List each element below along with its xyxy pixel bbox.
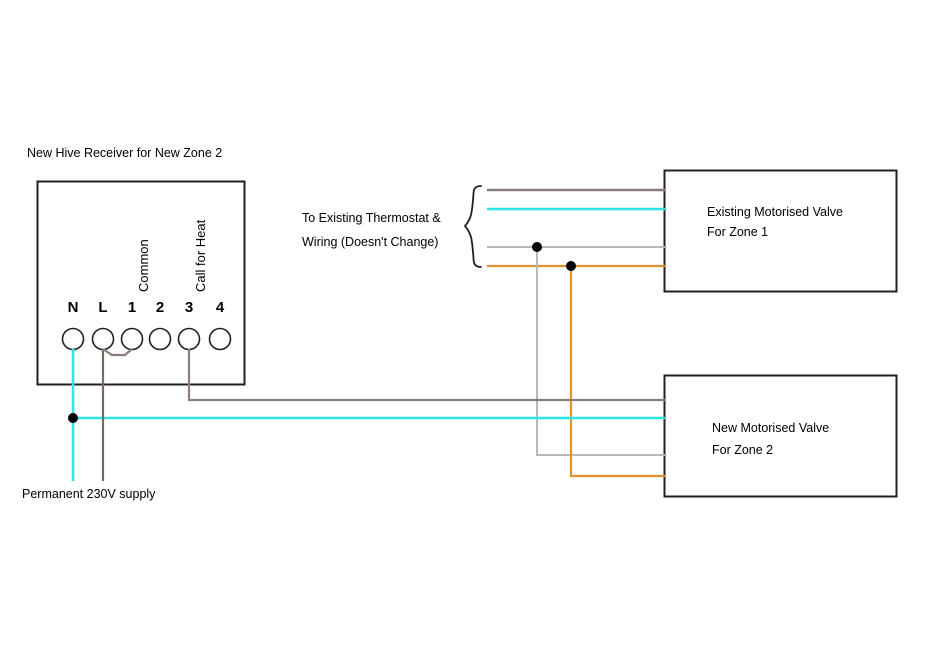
- terminal-circle-2: [148, 327, 172, 351]
- terminal-label-4: 4: [215, 299, 225, 316]
- terminal-annotation-common: Common: [136, 239, 151, 292]
- terminal-circle-1: [120, 327, 144, 351]
- valve-zone1-line1: Existing Motorised Valve: [707, 205, 843, 219]
- thermostat-note-line2: Wiring (Doesn't Change): [302, 235, 439, 249]
- junction-dot-orange: [566, 261, 576, 271]
- terminal-circle-4: [208, 327, 232, 351]
- supply-label: Permanent 230V supply: [22, 487, 156, 501]
- junction-dot-grey: [532, 242, 542, 252]
- terminal-label-3: 3: [184, 299, 194, 316]
- terminal-circle-L: [91, 327, 115, 351]
- terminal-label-L: L: [98, 299, 108, 316]
- valve-box-zone2: [663, 374, 898, 498]
- junction-dot-neutral: [68, 413, 78, 423]
- wire-grey-to-zone2: [536, 247, 665, 456]
- valve-zone1-line2: For Zone 1: [707, 225, 769, 239]
- terminal-label-2: 2: [155, 299, 165, 316]
- thermostat-note-line1: To Existing Thermostat &: [302, 211, 441, 225]
- valve-box-zone1: [663, 169, 898, 293]
- terminal-circle-3: [177, 327, 201, 351]
- thermostat-brace: [463, 185, 482, 268]
- terminal-label-1: 1: [127, 299, 137, 316]
- receiver-box: [36, 180, 246, 386]
- wire-jumper-L-to-1: [102, 348, 133, 357]
- terminal-label-N: N: [67, 299, 79, 316]
- valve-zone2-line2: For Zone 2: [712, 443, 774, 457]
- wire-orange-to-zone2: [569, 266, 665, 478]
- terminal-annotation-call-for-heat: Call for Heat: [193, 219, 208, 292]
- page-title: New Hive Receiver for New Zone 2: [27, 146, 223, 160]
- terminal-circle-N: [61, 327, 85, 351]
- valve-zone2-line1: New Motorised Valve: [712, 421, 830, 435]
- wire-call-for-heat: [187, 349, 665, 402]
